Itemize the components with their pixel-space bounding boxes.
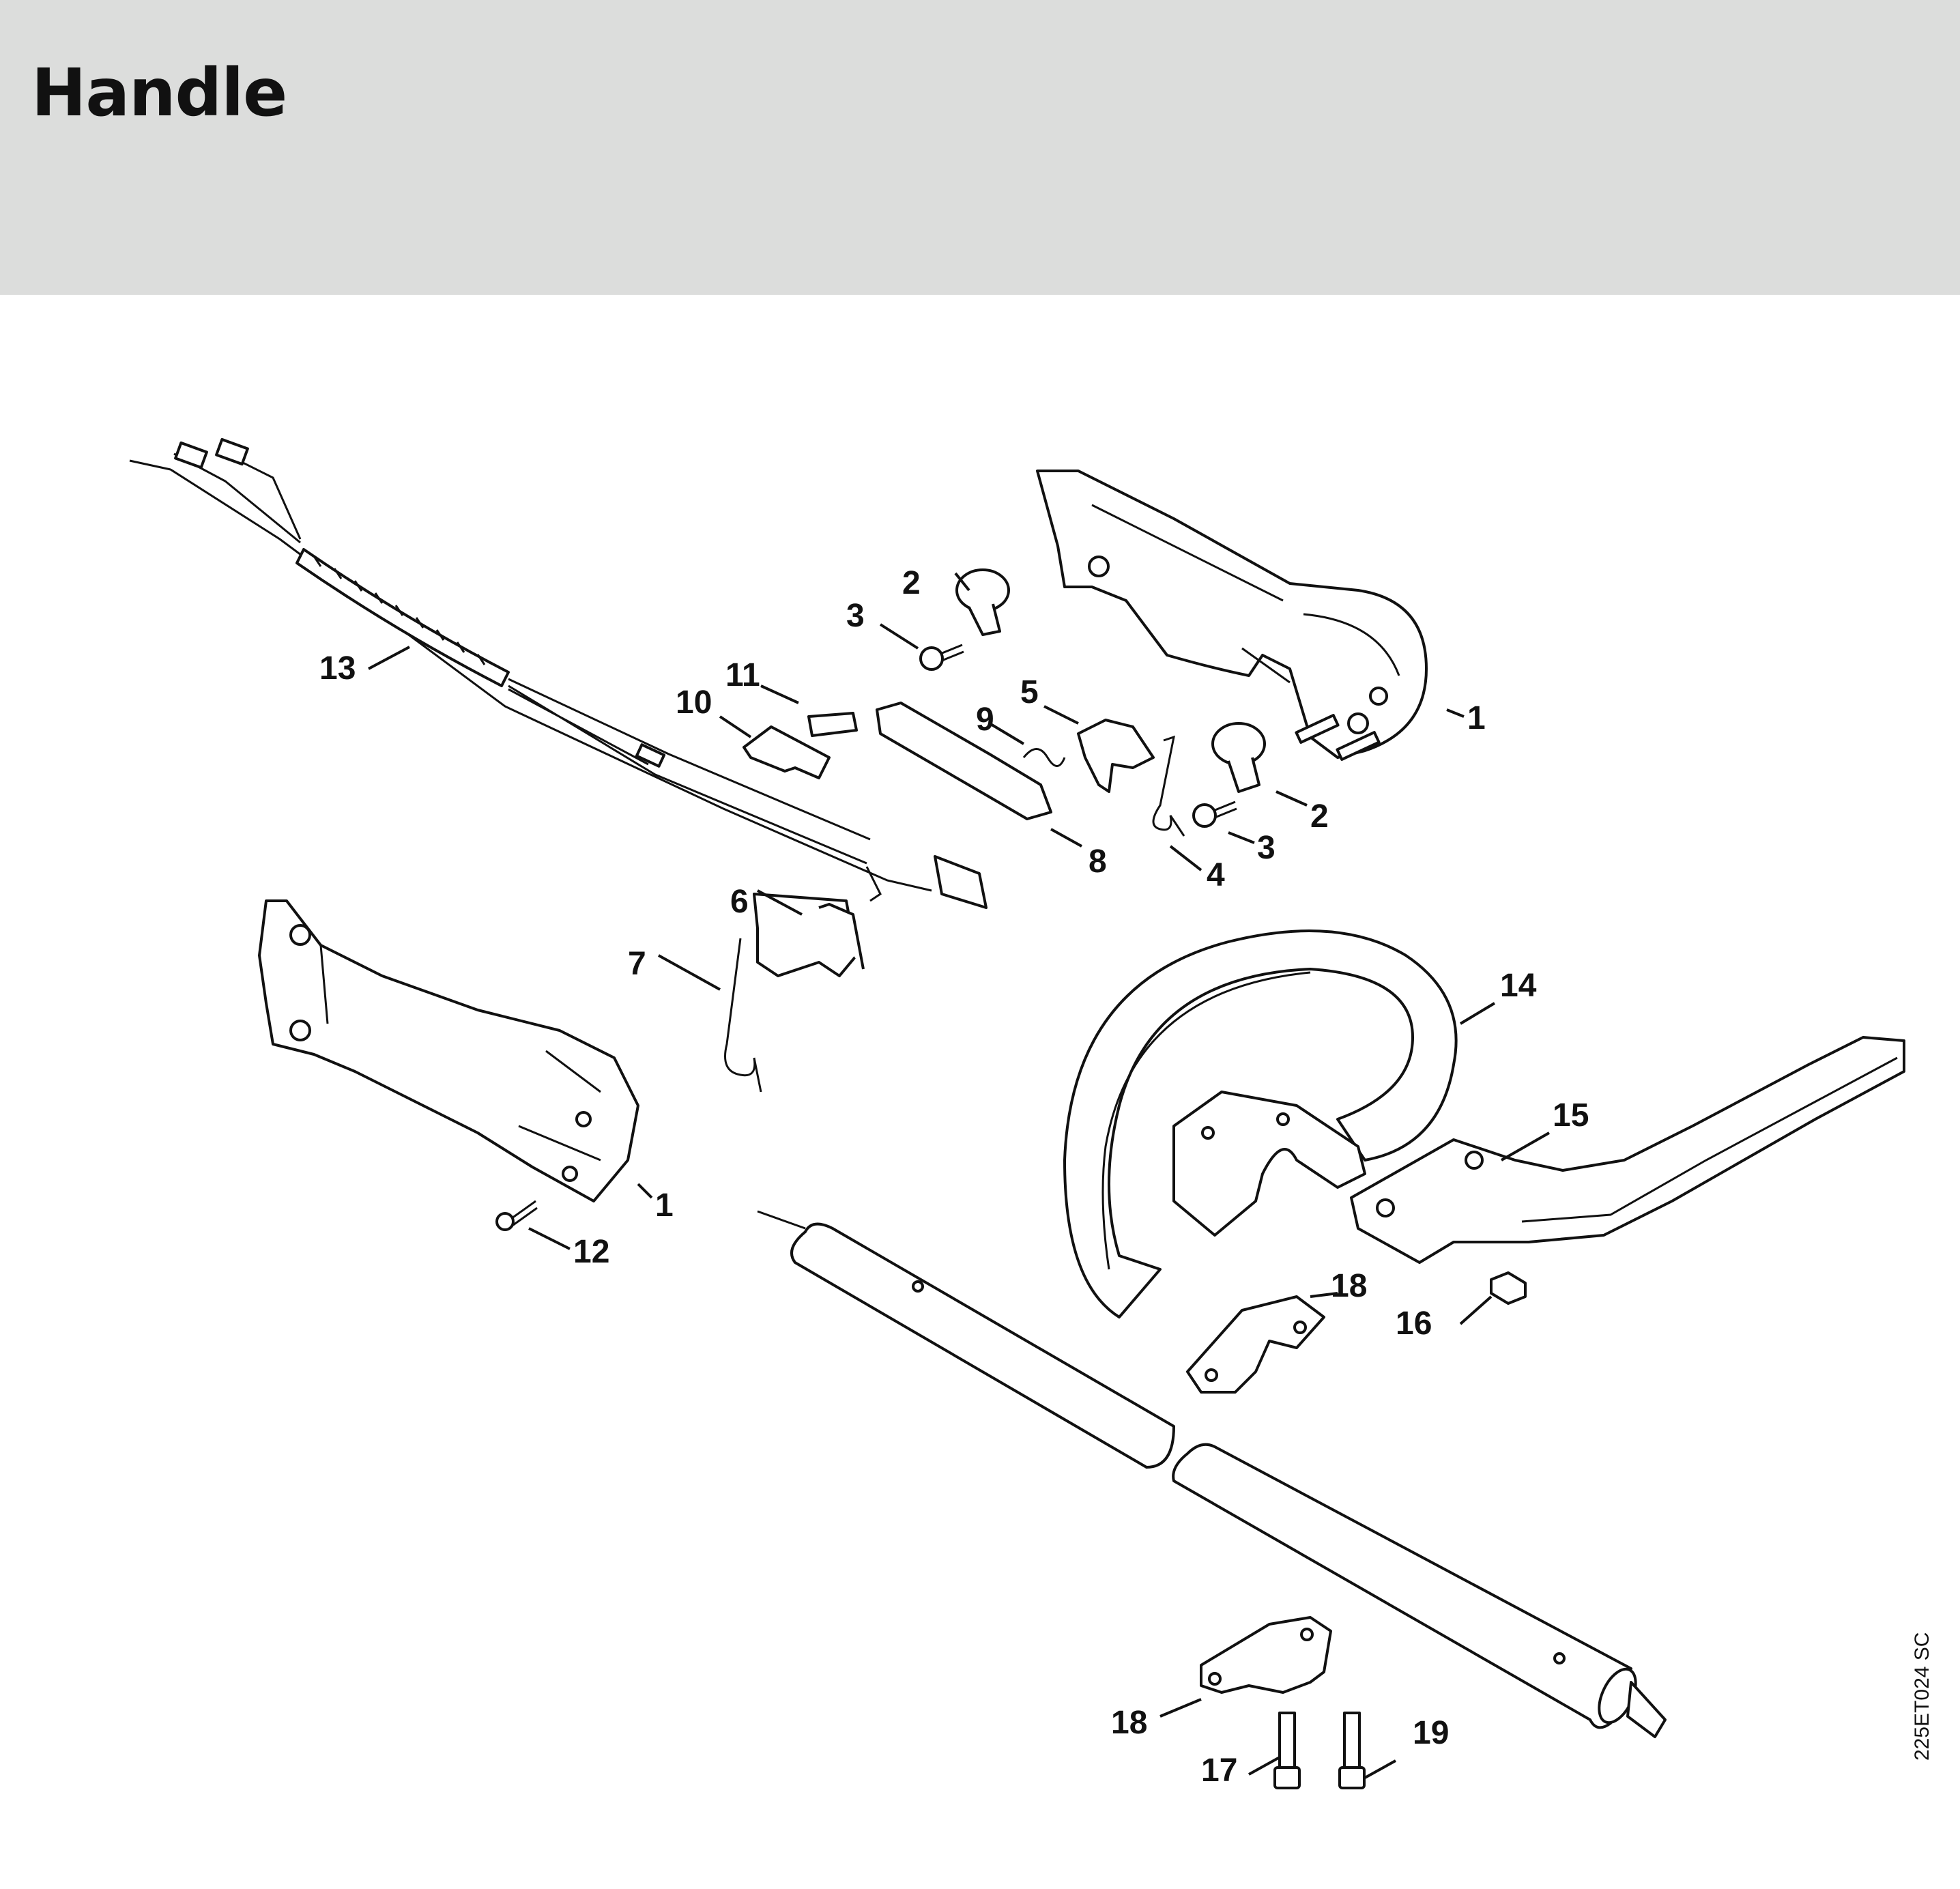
callout-8: 8 [1089, 843, 1107, 880]
screw-19 [1338, 1712, 1366, 1789]
callout-14: 14 [1500, 968, 1537, 1004]
callout-6: 6 [730, 884, 749, 920]
callout-15: 15 [1553, 1097, 1589, 1134]
interlock-lever [876, 702, 1052, 820]
spring [724, 938, 762, 1093]
nut [1490, 1271, 1527, 1305]
callout-10: 10 [676, 684, 712, 721]
callout-17: 17 [1201, 1753, 1237, 1789]
drawing-number: 225ET024 SC [1911, 1632, 1933, 1761]
handle-housing-upper [1036, 470, 1428, 761]
drive-tube [757, 1210, 1667, 1738]
hose-clamp-upper [955, 568, 1010, 636]
page-title: Handle [31, 55, 287, 131]
clamp-lower [1200, 1616, 1332, 1694]
throttle-trigger [753, 893, 865, 977]
leader-lines [368, 572, 1550, 1779]
callout-1-lower: 1 [655, 1187, 674, 1224]
self-tapping-screw [495, 1200, 538, 1231]
lock-lever [1077, 719, 1155, 793]
cover [807, 712, 858, 737]
callout-1-upper: 1 [1467, 700, 1486, 736]
callout-2-upper: 2 [902, 565, 921, 601]
barrier-bar [1350, 1036, 1905, 1264]
callout-13: 13 [319, 650, 356, 687]
switch [743, 725, 831, 779]
screw-upper [919, 644, 964, 671]
torsion-spring [1152, 735, 1185, 837]
callout-12: 12 [573, 1234, 609, 1270]
hose-clamp-lower [1211, 722, 1266, 793]
clamp-upper [1186, 1295, 1325, 1394]
callout-3-lower: 3 [1257, 830, 1276, 866]
screw-lower [1192, 801, 1237, 828]
callout-labels: 1 2 3 4 5 9 8 2 3 11 10 13 6 7 1 12 14 1… [319, 565, 1589, 1789]
callout-2-lower: 2 [1310, 798, 1329, 835]
callout-16: 16 [1396, 1306, 1432, 1342]
callout-9: 9 [976, 702, 994, 738]
wiring-harness [129, 437, 988, 909]
screw-17 [1273, 1712, 1301, 1789]
callout-5: 5 [1020, 674, 1039, 710]
callout-4: 4 [1207, 857, 1225, 893]
callout-18-lower: 18 [1111, 1705, 1147, 1741]
callout-11: 11 [725, 657, 760, 693]
callout-18-upper: 18 [1331, 1268, 1367, 1304]
callout-7: 7 [628, 946, 646, 982]
leg-spring [1022, 748, 1066, 767]
handle-housing-lower [258, 899, 639, 1202]
loop-handle [1063, 929, 1458, 1318]
callout-19: 19 [1413, 1715, 1449, 1751]
callout-3-upper: 3 [846, 598, 865, 634]
header-band [0, 0, 1960, 295]
